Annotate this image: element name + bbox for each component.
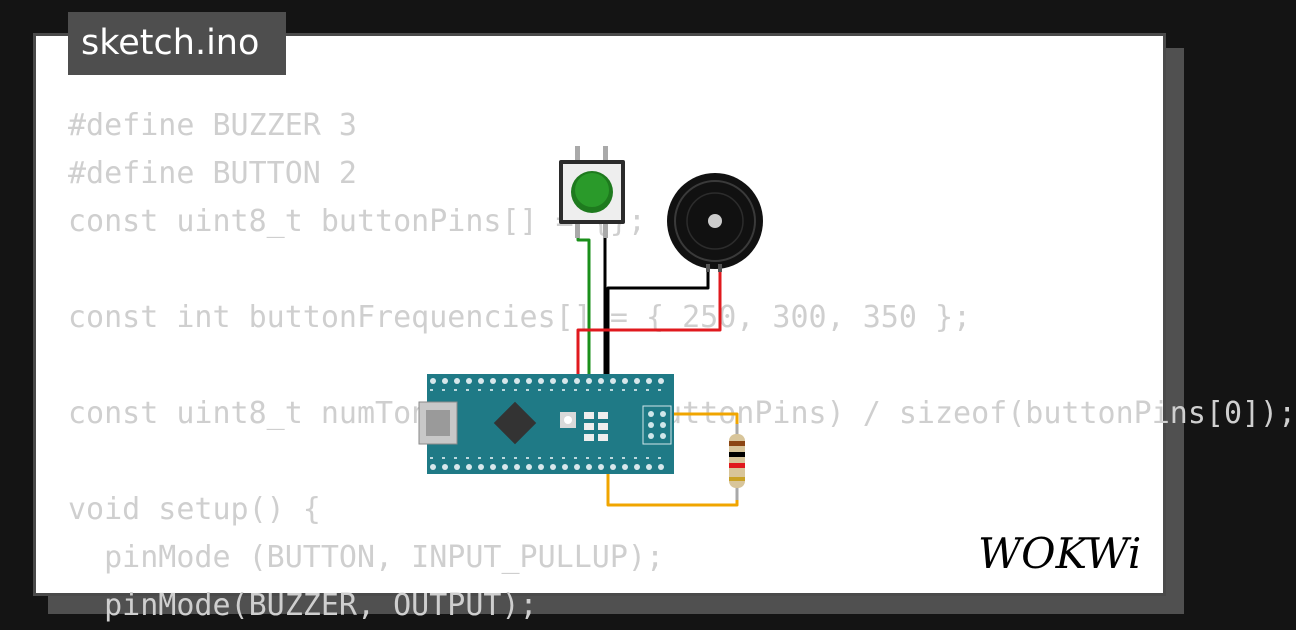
file-tab-label: sketch.ino [81, 23, 260, 63]
code-preview: #define BUZZER 3 #define BUTTON 2 const ui… [68, 102, 1296, 630]
file-tab[interactable]: sketch.ino [68, 12, 286, 75]
wire-red [576, 268, 722, 378]
circuit-diagram[interactable] [0, 0, 1200, 630]
code-line: #define BUTTON 2 [68, 156, 357, 191]
resistor-icon[interactable] [729, 424, 745, 500]
header-pins-top [430, 378, 664, 384]
green-pushbutton-icon[interactable] [559, 146, 625, 238]
code-line: const uint8_t buttonPins[] = {}; [68, 204, 646, 239]
code-line: pinMode(BUZZER, OUTPUT); [68, 588, 538, 623]
arduino-nano-icon[interactable] [418, 374, 674, 474]
code-line: pinMode (BUTTON, INPUT_PULLUP); [68, 540, 665, 575]
code-card: #define BUZZER 3 #define BUTTON 2 const ui… [33, 33, 1296, 623]
header-pins-bottom [430, 464, 664, 470]
code-line: #define BUZZER 3 [68, 108, 357, 143]
piezo-buzzer-icon[interactable] [667, 173, 763, 272]
wokwi-logo-text: WOKWi [978, 529, 1141, 578]
wokwi-logo: WOKWi [978, 529, 1141, 578]
code-line: void setup() { [68, 492, 321, 527]
wire-black-buzzer [606, 268, 710, 378]
